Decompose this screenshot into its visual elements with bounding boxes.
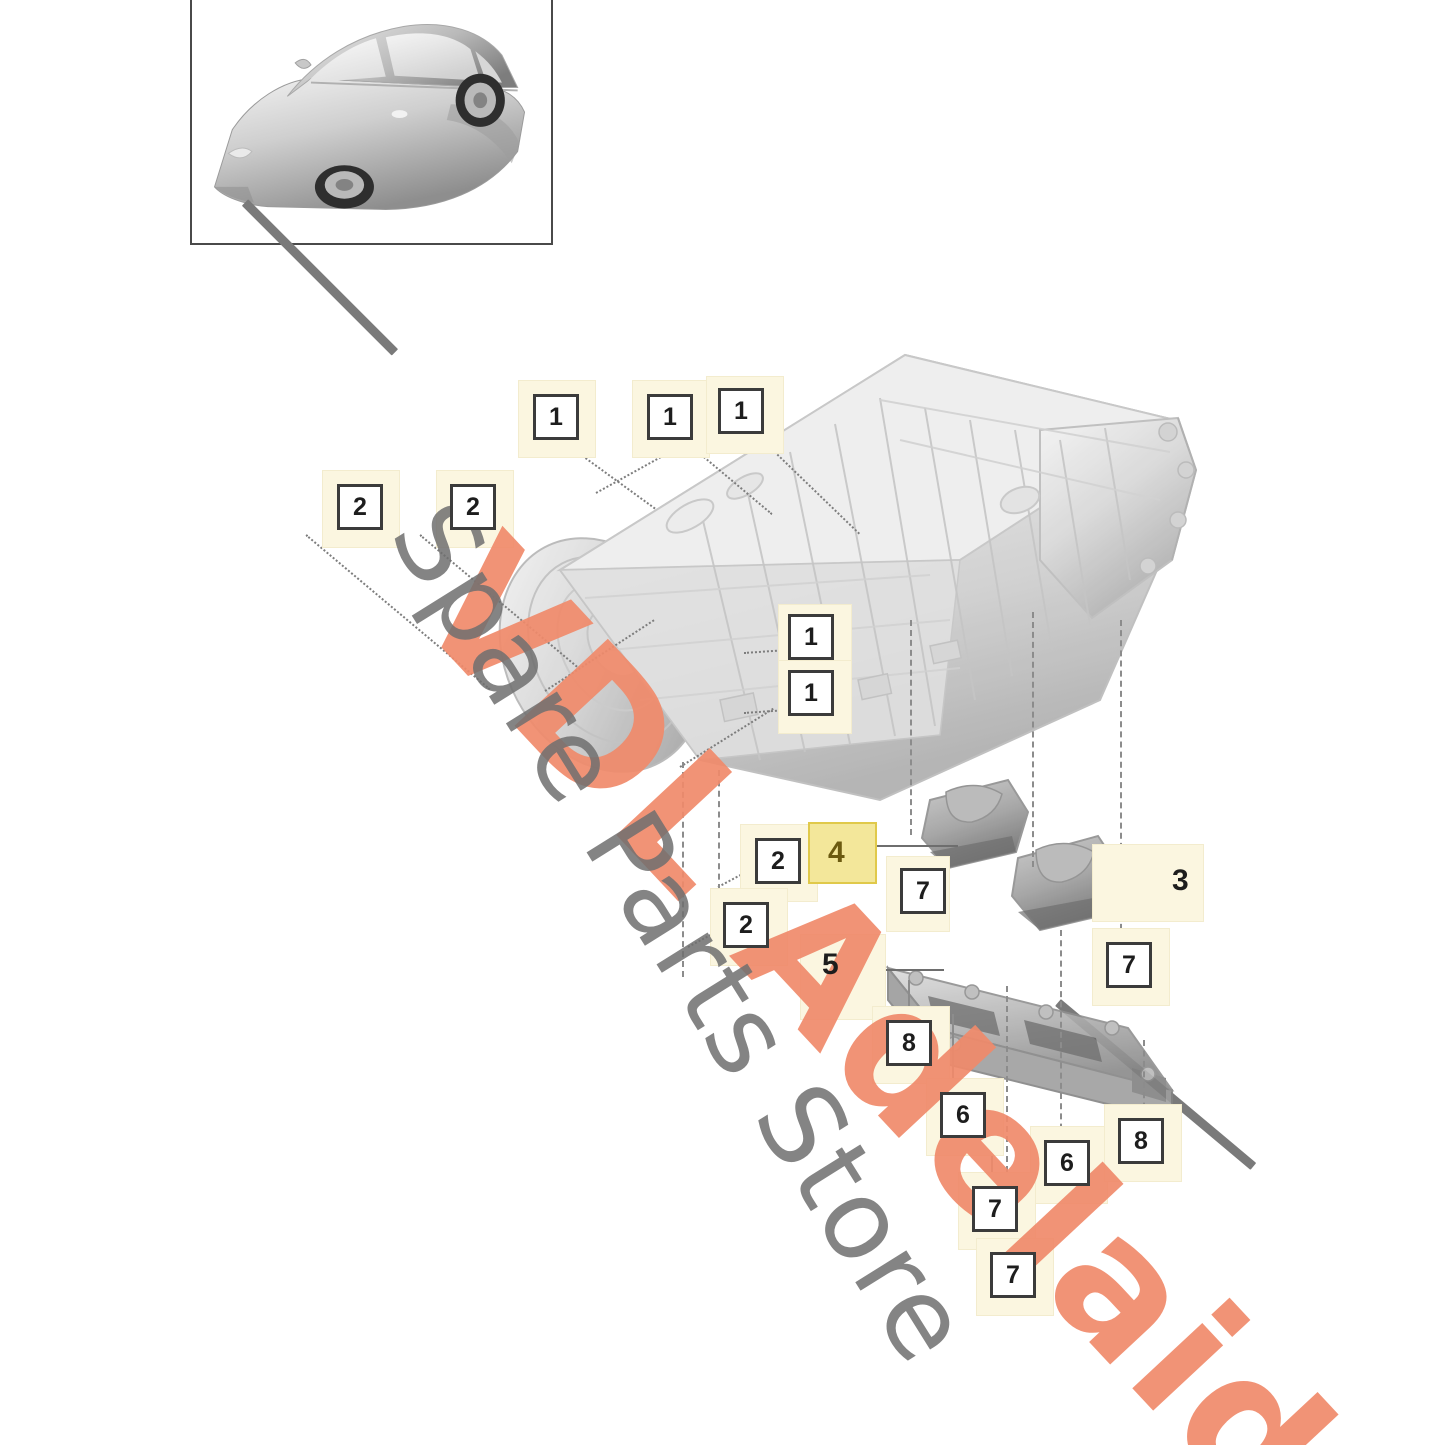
callout-7[interactable]: 7: [1106, 942, 1152, 988]
callout-1[interactable]: 1: [647, 394, 693, 440]
leader-line: [1120, 620, 1122, 940]
leader-line: [1060, 930, 1062, 1150]
callout-1[interactable]: 1: [788, 614, 834, 660]
leader-line: [419, 534, 578, 668]
leader-line: [952, 1014, 954, 1088]
leader-line: [872, 845, 958, 847]
leader-line: [305, 534, 491, 691]
leader-line: [1032, 612, 1034, 867]
leader-line: [679, 707, 774, 768]
vehicle-silhouette-icon: [213, 24, 526, 211]
callout-highlight: [1092, 844, 1204, 922]
callout-7[interactable]: 7: [900, 868, 946, 914]
callout-2[interactable]: 2: [450, 484, 496, 530]
callout-2[interactable]: 2: [723, 902, 769, 948]
leader-line: [682, 762, 684, 977]
leader-line: [910, 620, 912, 835]
leader-line: [908, 980, 910, 1022]
callout-highlight: [800, 934, 886, 1020]
callout-1[interactable]: 1: [533, 394, 579, 440]
callout-5[interactable]: 5: [822, 948, 839, 981]
leader-line: [544, 619, 655, 692]
leader-line: [858, 969, 944, 971]
callout-6[interactable]: 6: [1044, 1140, 1090, 1186]
callout-3[interactable]: 3: [1172, 864, 1189, 897]
callout-6[interactable]: 6: [940, 1092, 986, 1138]
callout-7[interactable]: 7: [972, 1186, 1018, 1232]
callout-4-selected[interactable]: 4: [808, 822, 877, 884]
leader-line: [1143, 1040, 1145, 1140]
leader-line: [1006, 986, 1008, 1242]
callout-2[interactable]: 2: [337, 484, 383, 530]
leader-line: [718, 770, 720, 890]
callout-7[interactable]: 7: [990, 1252, 1036, 1298]
callout-8[interactable]: 8: [886, 1020, 932, 1066]
vehicle-thumbnail-box[interactable]: [190, 0, 553, 245]
callout-8[interactable]: 8: [1118, 1118, 1164, 1164]
callout-2[interactable]: 2: [755, 838, 801, 884]
callout-1[interactable]: 1: [718, 388, 764, 434]
callout-1[interactable]: 1: [788, 670, 834, 716]
callout-highlight: [1092, 928, 1170, 1006]
